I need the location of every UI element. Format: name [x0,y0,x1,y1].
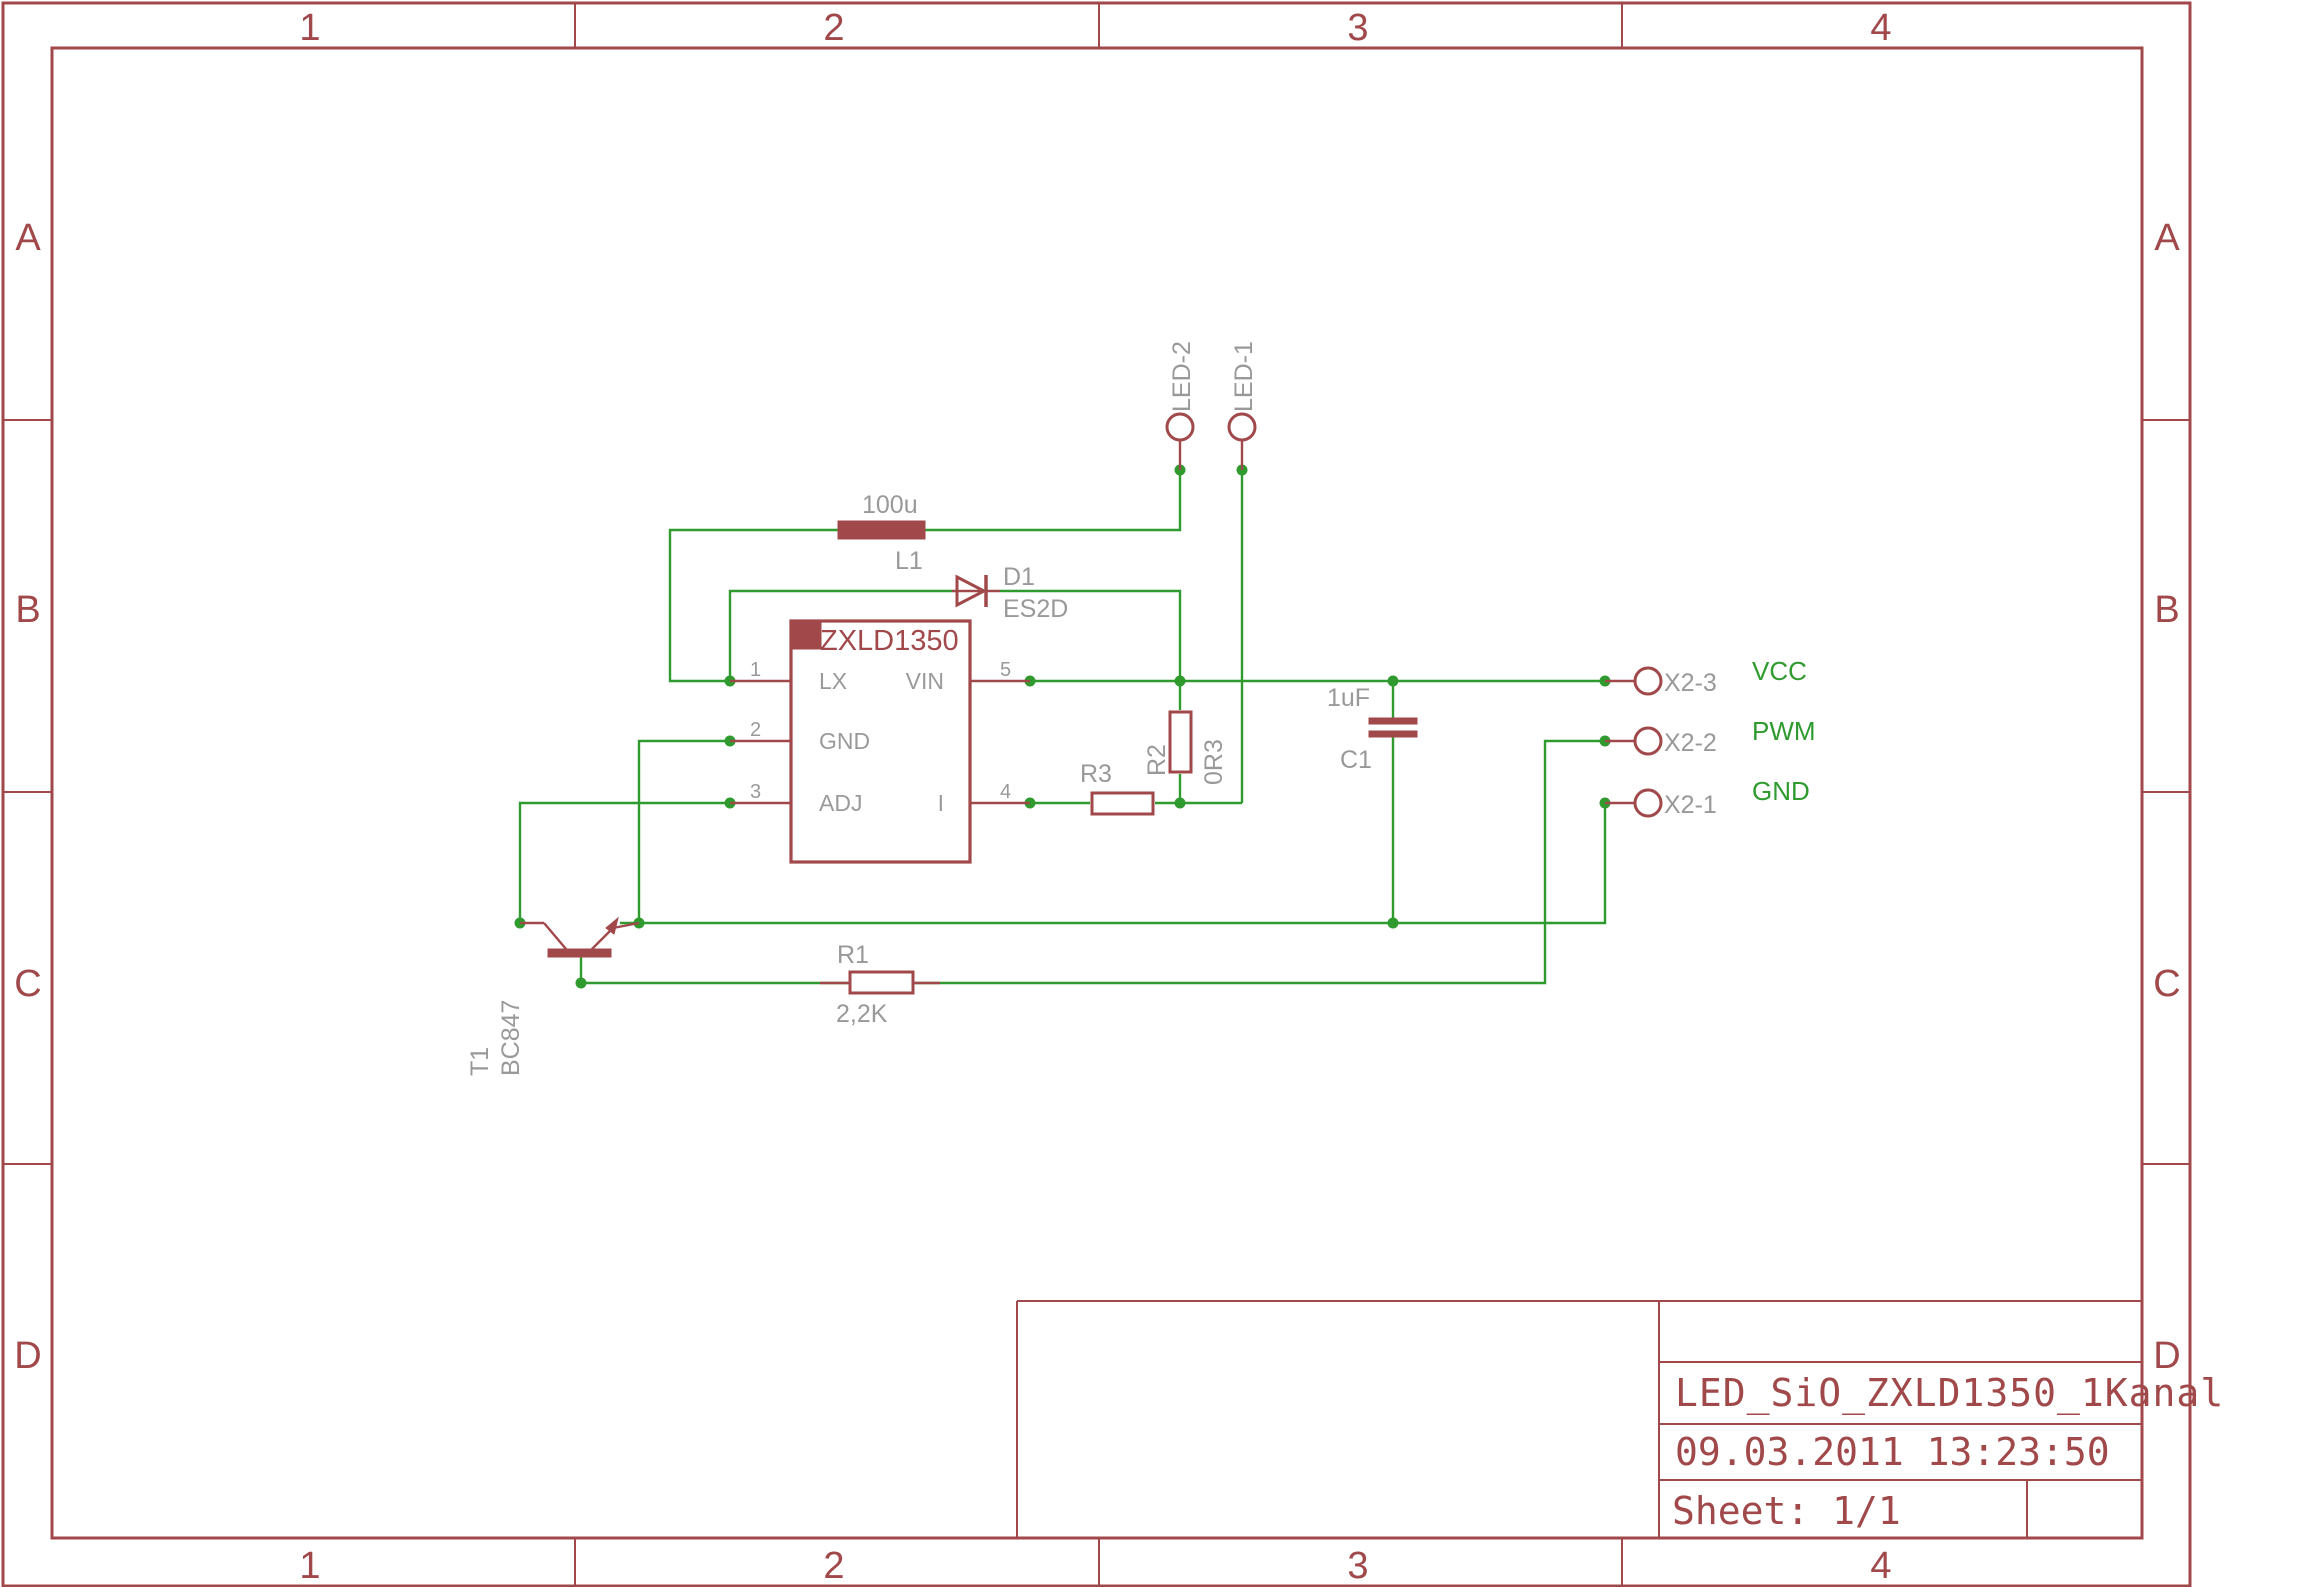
ic-zxld1350 [730,619,1030,864]
connector-x2 [1605,666,1663,818]
net-label-gnd: GND [1752,776,1810,806]
capacitor-value: 1uF [1327,684,1370,712]
ic-pin-4-number: 4 [1000,781,1011,803]
inductor-value: 100u [862,491,918,519]
transistor-t1 [520,916,640,958]
row-label-left-c: C [14,963,41,1005]
diode-name: D1 [1003,563,1035,591]
row-label-left-b: B [15,589,40,631]
r2-name: R2 [1143,744,1171,776]
column-label-top-2: 2 [823,7,844,49]
resistor-r2 [1168,710,1193,774]
connector-x2-3-label: X2-3 [1664,669,1717,697]
ic-pin-i-label: I [938,790,944,816]
column-label-top-4: 4 [1870,7,1891,49]
ic-pin-gnd-label: GND [819,728,870,754]
net-wires [518,470,1607,985]
resistor-r3 [1090,791,1155,816]
ic-pin-lx-label: LX [819,668,847,694]
r1-value: 2,2K [836,1000,888,1028]
column-label-bottom-1: 1 [299,1545,320,1587]
junction-dots [514,464,1611,989]
ic-pin-5-number: 5 [1000,659,1011,681]
row-label-right-a: A [2154,217,2180,259]
capacitor-name: C1 [1340,746,1372,774]
column-label-bottom-2: 2 [823,1545,844,1587]
transistor-name: T1 [466,1047,494,1076]
transistor-value: BC847 [497,1000,525,1076]
resistor-r1 [820,970,940,995]
net-label-vcc: VCC [1752,656,1807,686]
capacitor-c1 [1368,717,1418,738]
row-label-right-b: B [2154,589,2179,631]
drawing-name: LED_SiO_ZXLD1350_1Kanal [1675,1371,2224,1416]
r3-name: R3 [1080,760,1112,788]
connector-led [1165,412,1257,470]
inductor-l1 [837,520,926,540]
ic-pin-3-number: 3 [750,781,761,803]
sheet-number: Sheet: 1/1 [1672,1489,1901,1533]
drawing-frame [1,1,2192,1587]
diode-d1 [952,574,1000,608]
column-label-bottom-4: 4 [1870,1545,1891,1587]
title-block [1016,1300,2142,1538]
ic-pin-adj-label: ADJ [819,790,862,816]
ic-pin-1-number: 1 [750,659,761,681]
connector-x2-2-label: X2-2 [1664,729,1717,757]
drawing-date-time: 09.03.2011 13:23:50 [1675,1430,2110,1474]
ic-pin-2-number: 2 [750,719,761,741]
column-label-top-1: 1 [299,7,320,49]
net-label-pwm: PWM [1752,716,1816,746]
inductor-name: L1 [895,547,923,575]
row-label-right-c: C [2153,963,2180,1005]
ic-pin-vin-label: VIN [906,668,944,694]
column-label-top-3: 3 [1347,7,1368,49]
connector-led2-label: LED-2 [1168,341,1196,412]
r1-name: R1 [837,941,869,969]
ic-name: ZXLD1350 [820,625,959,657]
diode-value: ES2D [1003,595,1068,623]
row-label-left-a: A [15,217,41,259]
row-label-right-d: D [2153,1335,2180,1377]
connector-led1-label: LED-1 [1230,341,1258,412]
column-label-bottom-3: 3 [1347,1545,1368,1587]
r2-value: 0R3 [1200,739,1228,785]
connector-x2-1-label: X2-1 [1664,791,1717,819]
row-label-left-d: D [14,1335,41,1377]
